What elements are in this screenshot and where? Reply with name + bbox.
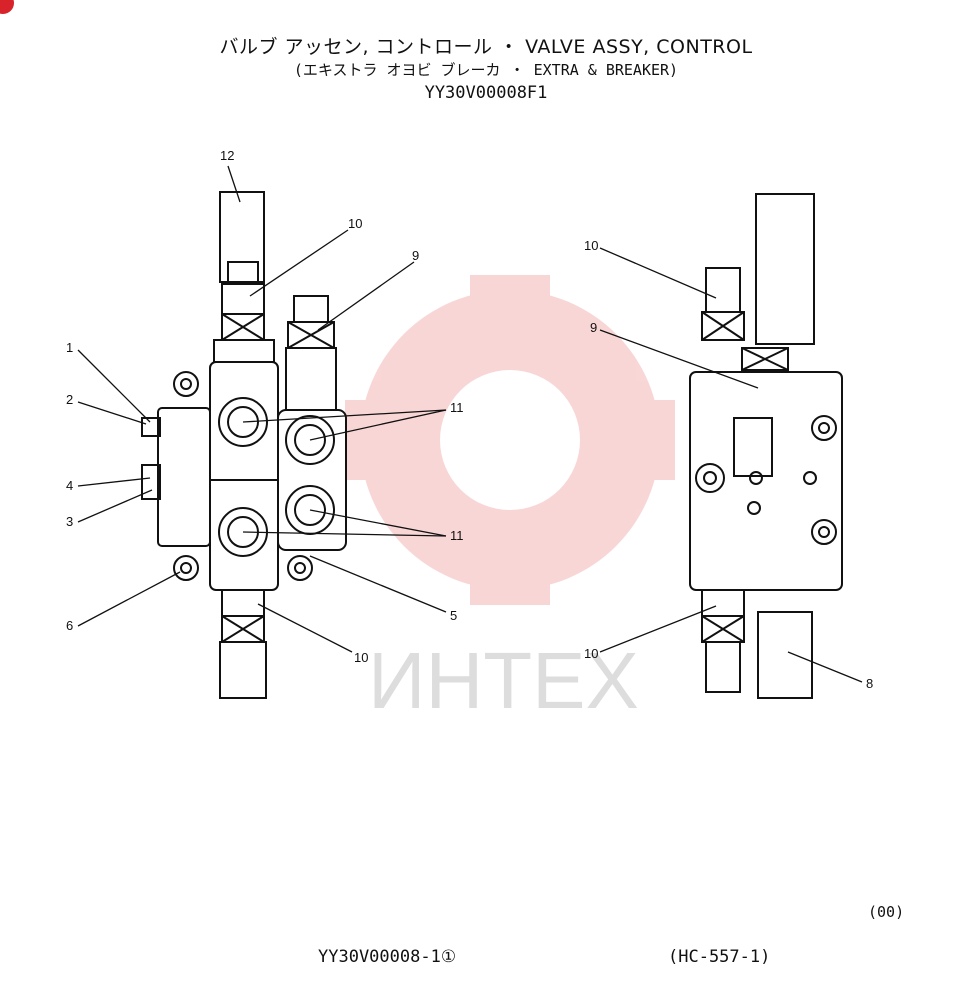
corner-badge	[0, 0, 14, 14]
callout-right-10-bottom: 10	[584, 646, 598, 661]
callout-10-bottom: 10	[354, 650, 368, 665]
callout-12: 12	[220, 148, 234, 163]
callout-11-lower: 11	[450, 528, 464, 543]
callout-1: 1	[66, 340, 73, 355]
callout-5: 5	[450, 608, 457, 623]
callout-9: 9	[412, 248, 419, 263]
callout-right-8: 8	[866, 676, 873, 691]
drawing-part-code: YY30V00008F1	[424, 83, 548, 103]
right-view	[689, 193, 843, 699]
callout-11-upper: 11	[450, 400, 464, 415]
callout-6: 6	[66, 618, 73, 633]
drawing-title: バルブ アッセン, コントロール ・ VALVE ASSY, CONTROL	[219, 36, 753, 58]
drawing-reference: YY30V00008-1①	[318, 947, 457, 967]
drawing-subtitle: (エキストラ オヨビ ブレーカ ・ EXTRA & BREAKER)	[293, 61, 679, 79]
watermark-text: ИНТЕХ	[368, 636, 639, 725]
callout-right-10-top: 10	[584, 238, 598, 253]
callout-4: 4	[66, 478, 73, 493]
sheet-code: (HC-557-1)	[668, 947, 771, 967]
watermark-gear-icon	[345, 275, 675, 605]
right-leader-lines	[599, 247, 863, 683]
callout-right-9: 9	[590, 320, 597, 335]
callout-3: 3	[66, 514, 73, 529]
callout-2: 2	[66, 392, 73, 407]
left-leader-lines	[77, 165, 447, 653]
revision-label: (00)	[868, 903, 905, 921]
left-view	[141, 191, 347, 699]
callout-10-top: 10	[348, 216, 362, 231]
